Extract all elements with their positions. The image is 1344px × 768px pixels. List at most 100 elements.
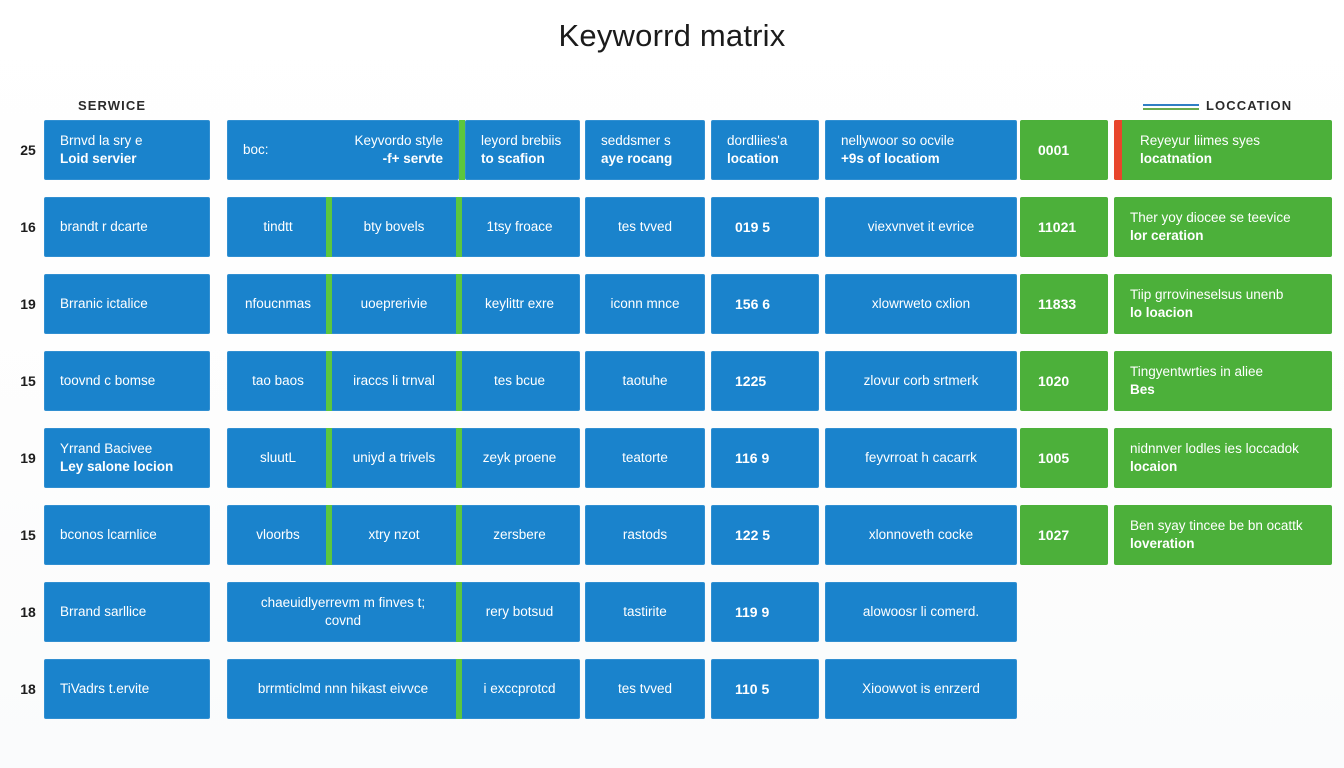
row-number: 19 bbox=[20, 450, 36, 466]
cell-merged-part-2[interactable]: xtry nzot bbox=[329, 505, 459, 565]
cell-keyword-2[interactable]: iconn mnce bbox=[585, 274, 705, 334]
row-number: 18 bbox=[20, 681, 36, 697]
cell-location-code[interactable]: 1005 bbox=[1020, 428, 1108, 488]
cell-merged-part-2[interactable]: uoeprerivie bbox=[329, 274, 459, 334]
cell-keyword-4[interactable]: zlovur corb srtmerk bbox=[825, 351, 1017, 411]
cell-keyword-2[interactable]: rastods bbox=[585, 505, 705, 565]
column-divider bbox=[326, 351, 332, 411]
cell-metric[interactable]: 110 5 bbox=[711, 659, 819, 719]
cell-keyword-4[interactable]: xlonnoveth cocke bbox=[825, 505, 1017, 565]
cell-merged-part-2[interactable]: uniyd a trivels bbox=[329, 428, 459, 488]
cell-merged-part-1[interactable]: sluutL bbox=[227, 428, 329, 488]
column-divider bbox=[456, 197, 462, 257]
cell-merged-part-2[interactable]: iraccs li trnval bbox=[329, 351, 459, 411]
cell-merged-part-1[interactable]: nfoucnmas bbox=[227, 274, 329, 334]
column-divider bbox=[456, 428, 462, 488]
row-number: 25 bbox=[20, 142, 36, 158]
row-number: 16 bbox=[20, 219, 36, 235]
cell-service[interactable]: Brrand sarllice bbox=[44, 582, 210, 642]
column-divider bbox=[456, 582, 462, 642]
cell-metric[interactable]: 156 6 bbox=[711, 274, 819, 334]
row-number: 15 bbox=[20, 373, 36, 389]
cell-metric[interactable]: 116 9 bbox=[711, 428, 819, 488]
column-header-service: SERWICE bbox=[78, 98, 147, 113]
cell-merged-part-2[interactable]: i exccprotcd bbox=[459, 659, 580, 719]
cell-merged-part-2[interactable]: bty bovels bbox=[329, 197, 459, 257]
accent-bar bbox=[1114, 120, 1122, 180]
column-divider bbox=[326, 505, 332, 565]
column-header-location: LOCCATION bbox=[1206, 98, 1293, 113]
column-divider bbox=[459, 120, 465, 180]
column-divider bbox=[326, 197, 332, 257]
cell-merged-part-1[interactable]: chaeuidlyerrevm m finves t; covnd bbox=[227, 582, 459, 642]
cell-keyword-2[interactable]: tes tvved bbox=[585, 659, 705, 719]
cell-metric[interactable]: 122 5 bbox=[711, 505, 819, 565]
cell-merged-part-3[interactable]: 1tsy froace bbox=[459, 197, 580, 257]
cell-keyword-4[interactable]: viexvnvet it evrice bbox=[825, 197, 1017, 257]
column-divider bbox=[456, 659, 462, 719]
row-number: 18 bbox=[20, 604, 36, 620]
column-divider bbox=[456, 274, 462, 334]
cell-merged-part-2[interactable]: rery botsud bbox=[459, 582, 580, 642]
cell-metric[interactable]: 119 9 bbox=[711, 582, 819, 642]
column-divider bbox=[456, 351, 462, 411]
cell-merged-part-3[interactable]: zersbere bbox=[459, 505, 580, 565]
cell-location-code[interactable]: 1027 bbox=[1020, 505, 1108, 565]
cell-keyword-2[interactable]: teatorte bbox=[585, 428, 705, 488]
page-title: Keyworrd matrix bbox=[558, 18, 786, 53]
cell-merged-part-1[interactable]: tao baos bbox=[227, 351, 329, 411]
cell-service[interactable]: bconos lcarnlice bbox=[44, 505, 210, 565]
cell-keyword-4[interactable]: alowoosr li comerd. bbox=[825, 582, 1017, 642]
cell-location-code[interactable]: 11833 bbox=[1020, 274, 1108, 334]
column-divider bbox=[456, 505, 462, 565]
table-row: 18 TiVadrs t.ervite brrmticlmd nnn hikast … bbox=[0, 659, 1344, 719]
cell-merged-part-1[interactable]: vloorbs bbox=[227, 505, 329, 565]
cell-service[interactable]: Brranic ictalice bbox=[44, 274, 210, 334]
cell-merged-part-3[interactable]: keylittr exre bbox=[459, 274, 580, 334]
cell-merged-part-1[interactable]: brrmticlmd nnn hikast eivvce bbox=[227, 659, 459, 719]
table-row: 18 Brrand sarllice chaeuidlyerrevm m finve… bbox=[0, 582, 1344, 642]
column-divider bbox=[326, 274, 332, 334]
cell-service[interactable]: toovnd c bomse bbox=[44, 351, 210, 411]
cell-keyword-4[interactable]: nellywoor so ocvile+9s of locatiom bbox=[825, 120, 1017, 180]
cell-keyword-4[interactable]: feyvrroat h cacarrk bbox=[825, 428, 1017, 488]
cell-location-code[interactable]: 11021 bbox=[1020, 197, 1108, 257]
cell-location-code[interactable]: 1020 bbox=[1020, 351, 1108, 411]
cell-keyword-2[interactable]: tes tvved bbox=[585, 197, 705, 257]
cell-service[interactable]: brandt r dcarte bbox=[44, 197, 210, 257]
cell-location-code[interactable]: 0001 bbox=[1020, 120, 1108, 180]
cell-keyword-2[interactable]: taotuhe bbox=[585, 351, 705, 411]
row-number: 15 bbox=[20, 527, 36, 543]
cell-keyword-4[interactable]: Xioowvot is enrzerd bbox=[825, 659, 1017, 719]
double-line-icon bbox=[1143, 104, 1199, 113]
column-divider bbox=[326, 428, 332, 488]
cell-service[interactable]: TiVadrs t.ervite bbox=[44, 659, 210, 719]
cell-keyword-2[interactable]: tastirite bbox=[585, 582, 705, 642]
cell-keyword-4[interactable]: xlowrweto cxlion bbox=[825, 274, 1017, 334]
cell-merged-part-1[interactable]: tindtt bbox=[227, 197, 329, 257]
cell-merged-part-3[interactable]: zeyk proene bbox=[459, 428, 580, 488]
cell-merged-keyword[interactable]: boc:Keyvordo style-f+ servte bbox=[227, 120, 459, 180]
cell-metric[interactable]: 019 5 bbox=[711, 197, 819, 257]
cell-metric[interactable]: 1225 bbox=[711, 351, 819, 411]
row-number: 19 bbox=[20, 296, 36, 312]
cell-merged-part-3[interactable]: tes bcue bbox=[459, 351, 580, 411]
